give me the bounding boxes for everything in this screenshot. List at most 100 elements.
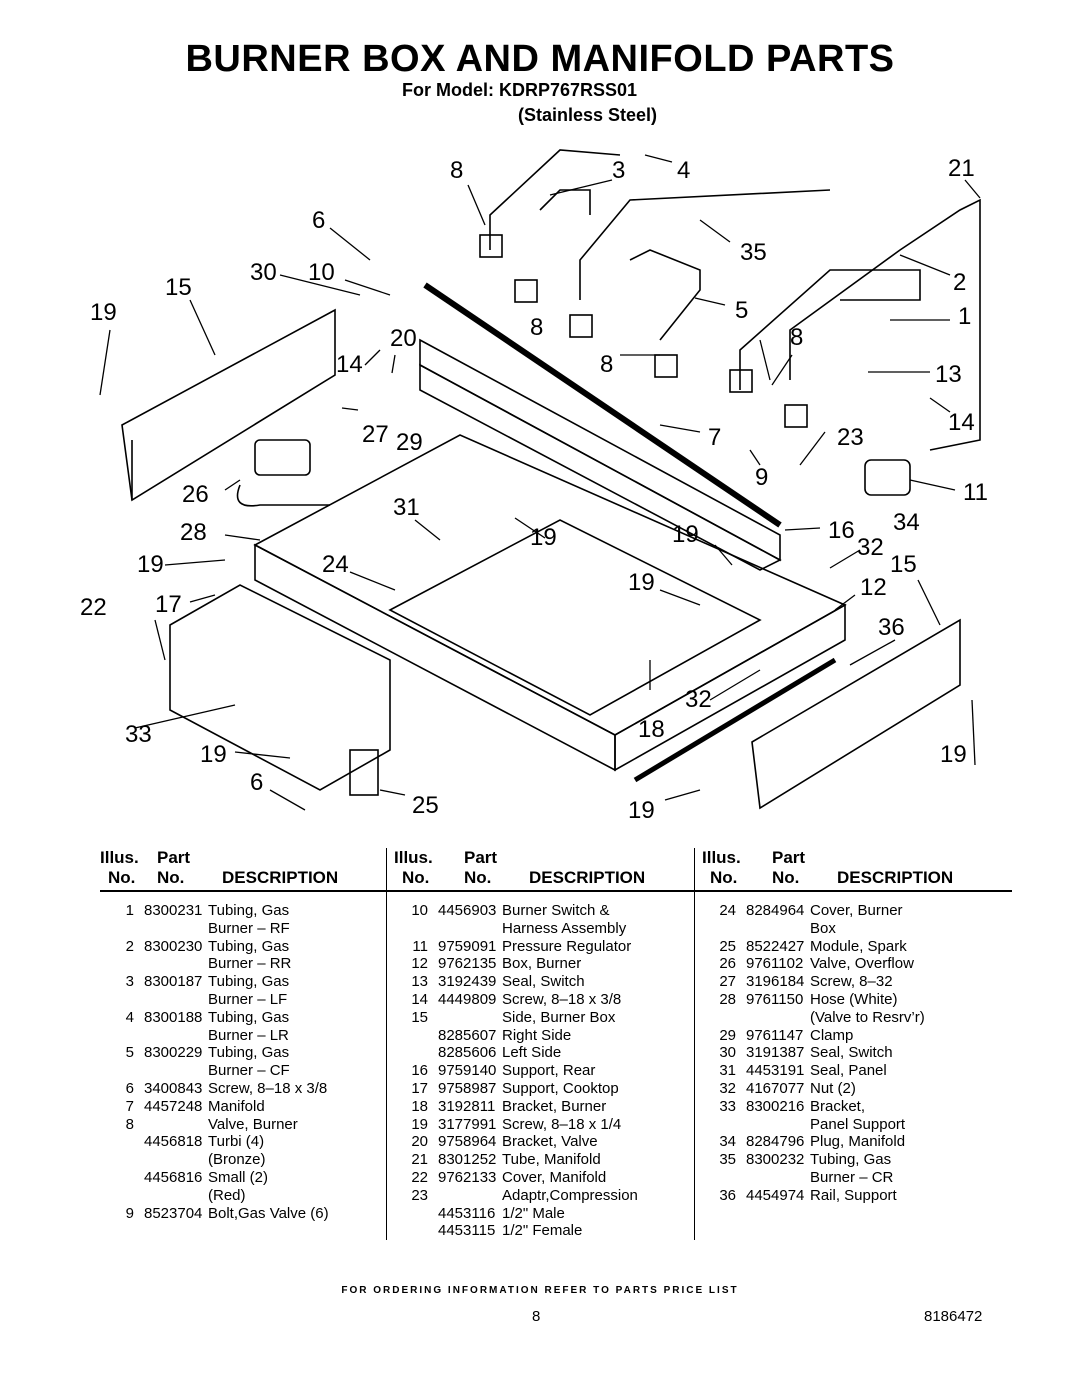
description-cell: Small (2) bbox=[208, 1168, 269, 1186]
part-no-cell: 3192811 bbox=[438, 1097, 496, 1115]
part-no-cell: 4456818 bbox=[144, 1133, 203, 1151]
header-description: DESCRIPTION bbox=[529, 868, 646, 887]
description-cell: Burner – RR bbox=[208, 955, 292, 973]
callout-label: 19 bbox=[628, 797, 655, 824]
part-no-cell: 4456816 bbox=[144, 1168, 203, 1186]
callout-label: 36 bbox=[878, 614, 905, 641]
illus-no-cell: 9 bbox=[125, 1204, 134, 1222]
part-no-cell bbox=[746, 1009, 810, 1027]
description-cell: Cover, Burner bbox=[810, 902, 903, 919]
table-row: Burner – RF bbox=[100, 920, 410, 938]
table-row: (Bronze) bbox=[100, 1151, 410, 1169]
description-cell: Tubing, Gas bbox=[208, 1008, 290, 1026]
header-description: DESCRIPTION bbox=[837, 868, 954, 887]
callout-label: 16 bbox=[828, 517, 855, 544]
header-part-no: No. bbox=[157, 868, 185, 887]
table-row: (Red) bbox=[100, 1187, 410, 1205]
header-part: Part bbox=[157, 848, 191, 867]
description-cell: Side, Burner Box bbox=[502, 1008, 616, 1026]
table-header: Illus. No. Part No. DESCRIPTION bbox=[394, 848, 704, 892]
callout-label: 32 bbox=[857, 534, 884, 561]
callout-label: 22 bbox=[80, 594, 107, 621]
callout-label: 12 bbox=[860, 574, 887, 601]
spark-module bbox=[349, 749, 379, 796]
document-number: 8186472 bbox=[924, 1308, 983, 1325]
callout-label: 32 bbox=[685, 686, 712, 713]
part-no-cell: 8300216 bbox=[746, 1097, 805, 1115]
description-cell: Left Side bbox=[502, 1044, 562, 1062]
description-cell: 1/2" Female bbox=[502, 1222, 583, 1240]
callout-label: 19 bbox=[940, 741, 967, 768]
illus-no-cell: 33 bbox=[719, 1097, 736, 1115]
part-no-cell: 8300230 bbox=[144, 937, 203, 955]
part-no-cell bbox=[746, 1169, 810, 1187]
part-no-cell bbox=[438, 1009, 502, 1027]
callout-label: 23 bbox=[837, 424, 864, 451]
header-illus: Illus. bbox=[702, 848, 741, 867]
part-no-cell: 8285607 bbox=[438, 1026, 497, 1044]
part-no-cell: 9758964 bbox=[438, 1133, 497, 1151]
callout-label: 9 bbox=[755, 464, 768, 491]
illus-no-cell bbox=[702, 1009, 746, 1027]
illus-no-cell: 27 bbox=[719, 973, 736, 991]
part-no-cell bbox=[144, 1027, 208, 1045]
part-no-cell: 9761147 bbox=[746, 1026, 804, 1044]
callout-label: 24 bbox=[322, 551, 349, 578]
model-line: For Model: KDRP767RSS01 bbox=[402, 80, 638, 100]
part-no-cell: 9758987 bbox=[438, 1079, 497, 1097]
callout-labels: 8 3 4 21 6 35 30 10 15 2 19 5 1 8 20 8 1… bbox=[80, 155, 988, 824]
illus-no-cell: 7 bbox=[125, 1097, 134, 1115]
illus-no-cell bbox=[702, 1169, 746, 1187]
part-no-cell: 3177991 bbox=[438, 1115, 497, 1133]
illus-no-cell: 1 bbox=[125, 902, 134, 919]
callout-label: 1 bbox=[958, 303, 971, 330]
description-cell: Bracket, bbox=[810, 1097, 866, 1115]
header-part-no: No. bbox=[464, 868, 492, 887]
manifold-cover bbox=[169, 584, 391, 791]
description-cell: (Valve to Resrv’r) bbox=[810, 1008, 925, 1026]
callout-label: 7 bbox=[708, 424, 721, 451]
illus-no-cell: 20 bbox=[411, 1133, 428, 1151]
callout-label: 28 bbox=[180, 519, 207, 546]
part-no-cell bbox=[144, 1062, 208, 1080]
illus-no-cell: 36 bbox=[719, 1186, 736, 1204]
exploded-parts-diagram: 8 3 4 21 6 35 30 10 15 2 19 5 1 8 20 8 1… bbox=[80, 149, 988, 824]
header-illus-no: No. bbox=[710, 868, 738, 887]
illus-no-cell: 19 bbox=[411, 1115, 428, 1133]
part-no-cell: 8301252 bbox=[438, 1151, 497, 1169]
description-cell: Adaptr,Compression bbox=[502, 1186, 638, 1204]
table-row: Burner – CR bbox=[702, 1169, 1012, 1187]
description-cell: Burner – CR bbox=[810, 1168, 894, 1186]
manifold-pipe bbox=[423, 282, 782, 528]
part-no-cell: 9762133 bbox=[438, 1168, 497, 1186]
part-no-cell: 4454974 bbox=[746, 1186, 805, 1204]
illus-no-cell: 4 bbox=[125, 1008, 134, 1026]
illus-no-cell: 25 bbox=[719, 937, 736, 955]
illus-no-cell: 18 bbox=[411, 1097, 428, 1115]
part-no-cell: 8300187 bbox=[144, 973, 203, 991]
column-divider bbox=[694, 848, 695, 1240]
description-cell: Module, Spark bbox=[810, 937, 907, 955]
header-description: DESCRIPTION bbox=[222, 868, 339, 887]
header-illus: Illus. bbox=[394, 848, 433, 867]
description-cell: Turbi (4) bbox=[208, 1133, 265, 1151]
illus-no-cell: 11 bbox=[412, 937, 428, 955]
table-row: Burner – LR bbox=[100, 1027, 410, 1045]
part-no-cell bbox=[144, 991, 208, 1009]
illus-no-cell: 6 bbox=[125, 1079, 134, 1097]
